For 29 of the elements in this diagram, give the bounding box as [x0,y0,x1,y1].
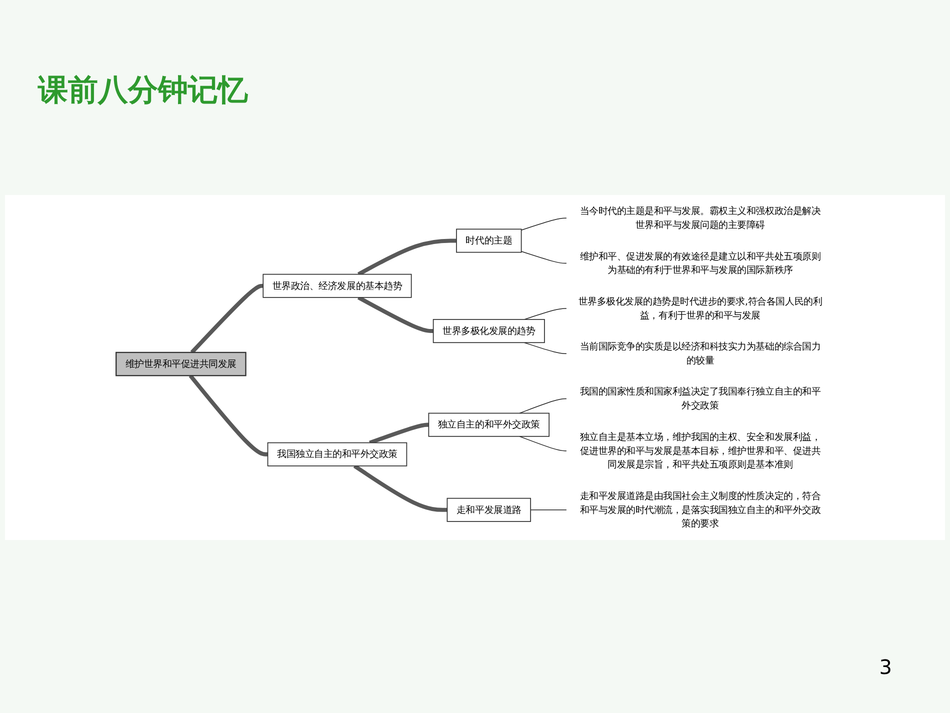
connector [519,398,567,414]
node-box [432,319,545,344]
node-text: 维护和平、促进发展的有效途径是建立以和平共处五项原则为基础的有利于世界和平与发展的国际新秩序 [580,250,821,276]
node-text: 独立自主是基本立场，维护我国的主权、安全和发展利益，促进世界的和平与发展是基本目标，维护世界和平、促进共同发展是宗旨，和平共处五项原则是基本准则 [580,431,821,470]
connector [519,436,567,452]
node-box [446,498,531,522]
mind-map-diagram: 维护世界和平促进共同发展 世界政治、经济发展的基本趋势 时代的主题 当今时代的主题是和平与发展。霸权主义和强权政治是解决世界和平与发展问题的主要障碍 维护和平、促进发展的有效途径是建立以和平共处五项原则为基础的有利于世界和平与发展的国际新秩序 世界多极化发展的趋势 世界多极化发展的趋势是时代进步的要求,符合各国人民的利益，有利于世界的和平与发展 当前国际竞争的实质是以经济和科技实力为基础的综合国力的较量 我国独立自主的和平外交政策 独立自主的和平外交政策 我国的国家性质和国家利益决定了我国奉行独立自主的和平外交政策 独立自主是基本立场，维护我国的主权、安全和发展利益，促进世界的和平与发展是基本目标，维护世界和平、促进共同发展是宗旨，和平共处五项原则是基本准则 走和平发展道路 走和平发展道路是由我国社会主义制度的性质决定的，符合和平与发展的时代潮流，是落实我国独立自主的和平外交政策的要求 [5,195,945,540]
node-text: 世界多极化发展的趋势是时代进步的要求,符合各国人民的利益，有利于世界的和平与发展 [578,296,822,321]
connector [188,374,268,456]
node-text: 当今时代的主题是和平与发展。霸权主义和强权政治是解决世界和平与发展问题的主要障碍 [580,205,821,230]
node-box [456,228,522,253]
node-text: 走和平发展道路是由我国社会主义制度的性质决定的，符合和平与发展的时代潮流，是落实我国独立自主的和平外交政策的要求 [580,490,821,529]
connector [369,422,430,445]
connector [357,238,456,276]
connector [520,218,567,230]
title: 课前八分钟记忆 [38,72,248,110]
connector [524,342,567,354]
page-number: 3 [879,655,892,679]
node-text: 我国的国家性质和国家利益决定了我国奉行独立自主的和平外交政策 [580,386,821,411]
node-box [267,442,408,466]
connector [353,464,448,512]
connector [520,250,567,264]
connector [357,296,434,334]
connector [190,284,264,354]
node-box [262,274,412,298]
node-box [428,412,550,437]
node-text: 当前国际竞争的实质是以经济和科技实力为基础的综合国力的较量 [580,340,821,366]
node-box [116,352,246,376]
connector [524,308,567,320]
